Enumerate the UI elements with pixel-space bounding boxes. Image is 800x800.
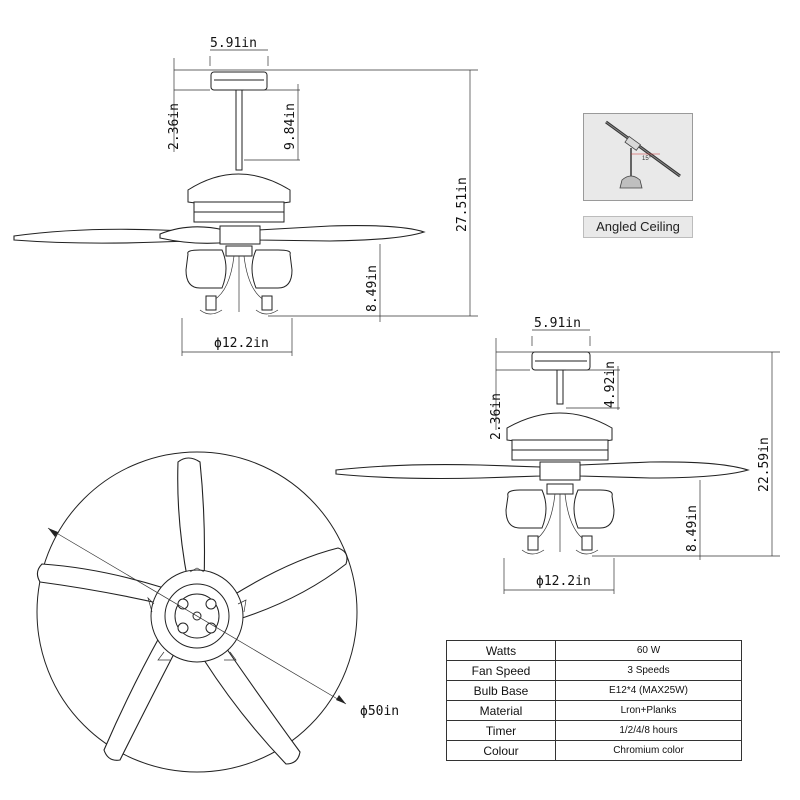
- table-row: Material Lron+Planks: [446, 700, 742, 721]
- light-fitter: [546, 483, 574, 495]
- glass-shade-right: [251, 249, 293, 289]
- glass-shade-right: [573, 489, 615, 529]
- glass-shade-left: [505, 489, 547, 529]
- bulb-socket-right: [261, 295, 273, 311]
- motor-housing: [506, 412, 613, 445]
- spec-value: E12*4 (MAX25W): [555, 680, 742, 701]
- canopy: [210, 71, 268, 91]
- dim-light-diameter: ϕ12.2in: [214, 336, 269, 351]
- dim-light-kit-height: 8.49in: [365, 265, 380, 312]
- dim-light-diameter: ϕ12.2in: [536, 574, 591, 589]
- spec-key: Bulb Base: [446, 680, 556, 701]
- dim-canopy-width: 5.91in: [210, 36, 257, 51]
- fan-elevation-flush: 5.91in 2.36in 4.92in 22.59in 8.49in ϕ12.…: [335, 316, 780, 594]
- angled-ceiling-image: 15°: [583, 113, 693, 201]
- spec-key: Material: [446, 700, 556, 721]
- spec-value: Chromium color: [555, 740, 742, 761]
- spec-key: Timer: [446, 720, 556, 741]
- light-fitter: [225, 245, 253, 257]
- dim-canopy-height: 2.36in: [167, 103, 182, 150]
- dim-canopy-height: 2.36in: [489, 393, 504, 440]
- switch-housing: [539, 461, 581, 481]
- table-row: Timer 1/2/4/8 hours: [446, 720, 742, 741]
- spec-value: 1/2/4/8 hours: [555, 720, 742, 741]
- bulb-2: [205, 598, 217, 610]
- dim-overall-height: 22.59in: [757, 437, 772, 492]
- dim-downrod-length: 9.84in: [283, 103, 298, 150]
- dim-blade-span: ϕ50in: [360, 704, 399, 719]
- fan-elevation-standard: 5.91in 2.36in 9.84in 27.51in 8.49in ϕ12.…: [13, 36, 478, 356]
- spec-key: Watts: [446, 640, 556, 661]
- spec-key: Fan Speed: [446, 660, 556, 681]
- bulb-socket-left: [527, 535, 539, 551]
- dim-canopy-width: 5.91in: [534, 316, 581, 331]
- dim-downrod-length: 4.92in: [603, 361, 618, 408]
- bulb-3: [177, 622, 189, 634]
- table-row: Watts 60 W: [446, 640, 742, 661]
- spec-value: 60 W: [555, 640, 742, 661]
- specs-table: Watts 60 W Fan Speed 3 Speeds Bulb Base …: [446, 640, 742, 761]
- blade-right: [579, 461, 750, 479]
- glass-shade-left: [185, 249, 227, 289]
- blade-span-circle: [36, 451, 358, 773]
- table-row: Colour Chromium color: [446, 740, 742, 761]
- blade-1: [177, 457, 206, 583]
- blade-left: [335, 464, 541, 480]
- motor-housing: [187, 173, 291, 207]
- bulb-socket-left: [205, 295, 217, 311]
- spec-value: 3 Speeds: [555, 660, 742, 681]
- table-row: Fan Speed 3 Speeds: [446, 660, 742, 681]
- dim-light-kit-height: 8.49in: [685, 505, 700, 552]
- bulb-socket-right: [581, 535, 593, 551]
- downrod: [235, 89, 243, 171]
- angled-ceiling-label: Angled Ceiling: [583, 216, 693, 238]
- blade-3: [203, 641, 301, 765]
- blade-4: [103, 635, 177, 761]
- switch-housing: [219, 225, 261, 245]
- fan-plan-view: ϕ50in: [36, 451, 399, 773]
- table-row: Bulb Base E12*4 (MAX25W): [446, 680, 742, 701]
- dim-overall-height: 27.51in: [455, 177, 470, 232]
- angled-ceiling-drawing: 15°: [605, 120, 681, 189]
- angle-value: 15°: [642, 156, 652, 162]
- blade-right: [257, 225, 426, 242]
- spec-value: Lron+Planks: [555, 700, 742, 721]
- downrod: [556, 369, 564, 405]
- blade-2: [231, 547, 348, 621]
- blade-5: [36, 563, 165, 605]
- spec-key: Colour: [446, 740, 556, 761]
